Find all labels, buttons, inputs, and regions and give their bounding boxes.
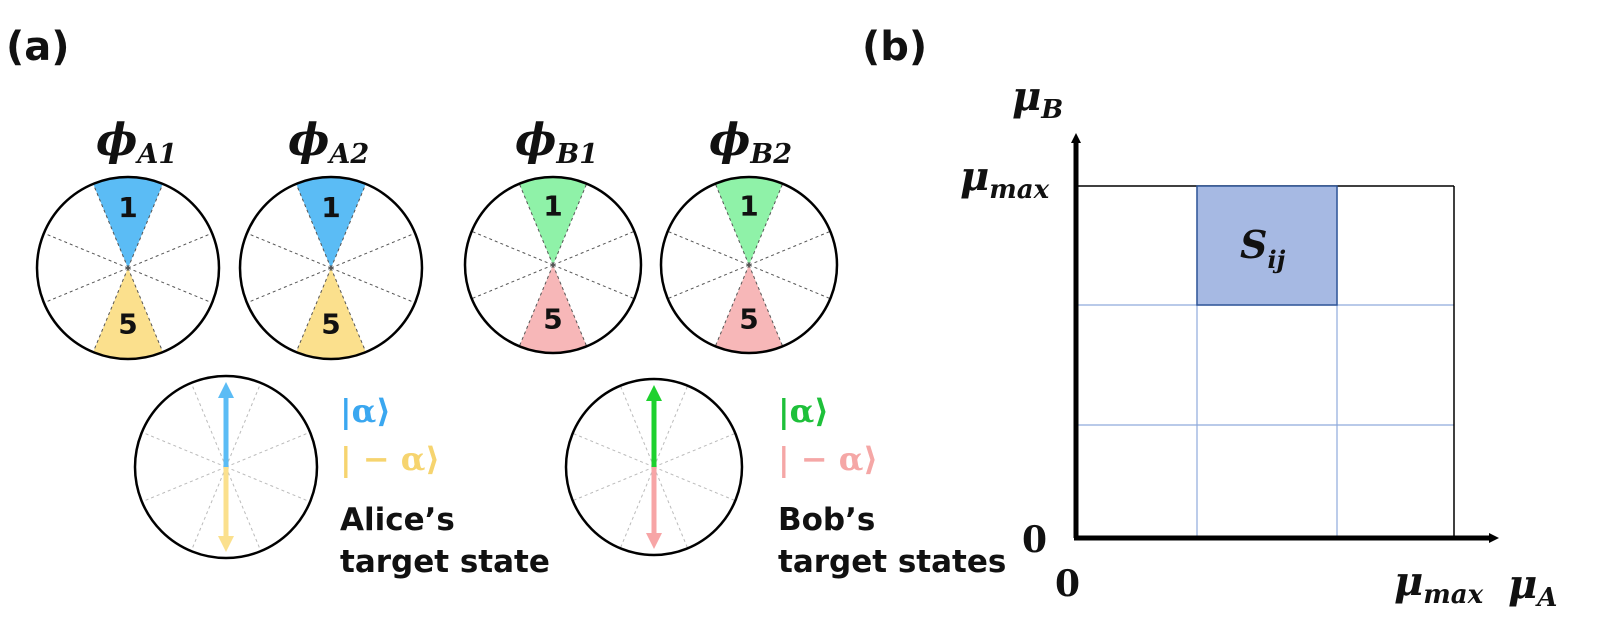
phi-b2-divider (748, 264, 784, 347)
alice-caption-line2: target state (340, 544, 550, 580)
phi-b2-title: ϕB2 (709, 115, 792, 170)
phi-b1-divider (552, 183, 588, 266)
phi-a1-sector-5 (93, 268, 163, 359)
x-axis-label: μA (1508, 561, 1557, 613)
bob-target-divider (653, 385, 689, 468)
phi-b1-title: ϕB1 (515, 115, 598, 170)
phi-b1-sector-1 (519, 176, 587, 265)
phi-b1-divider (518, 183, 554, 266)
phi-a1-number-1: 1 (118, 191, 137, 224)
cell-s-ij-label: Sij (1240, 222, 1286, 274)
alice-target-rim (133, 374, 319, 560)
phi-b2-divider (714, 264, 750, 347)
phi-a1-number-5: 5 (118, 308, 137, 341)
phi-b2-divider (748, 264, 831, 300)
phi-b1-divider (518, 264, 554, 347)
bob-caption-line1: Bob’s (778, 502, 875, 538)
phi-b2-wheel: 15 (659, 175, 839, 355)
phi-b2-rim (659, 175, 839, 355)
phi-b1-wheel: 15 (463, 175, 643, 355)
phi-b1-divider (552, 264, 635, 300)
bob-ket-minus-alpha: | − α⟩ (778, 440, 878, 478)
phi-b1-divider (471, 230, 554, 266)
bob-target-divider (572, 432, 655, 468)
phi-a2-title: ϕA2 (288, 115, 369, 170)
alice-target-wheel (133, 374, 319, 560)
phi-b2-divider (667, 230, 750, 266)
alice-ket-minus-alpha: | − α⟩ (340, 440, 440, 478)
phi-b1-number-1: 1 (543, 190, 562, 223)
bob-target-divider (619, 466, 655, 549)
phi-b1-sector-5 (519, 265, 587, 354)
phi-b2-number-1: 1 (739, 190, 758, 223)
bob-target-divider (619, 385, 655, 468)
phi-b2-divider (714, 183, 750, 266)
bob-ket-alpha: |α⟩ (778, 392, 829, 430)
phi-a1-rim (35, 175, 221, 361)
phi-b1-divider (552, 230, 635, 266)
panel-b-label: (b) (862, 24, 927, 70)
y-axis-label: μB (1012, 73, 1063, 125)
phi-b2-divider (667, 264, 750, 300)
cell-s-ij (1196, 185, 1338, 306)
bob-target-divider (572, 466, 655, 502)
phi-a2-rim (238, 175, 424, 361)
alice-target-minus-alpha-arrow-head (218, 536, 234, 552)
bob-target-minus-alpha-arrow-head (646, 533, 662, 549)
phi-a2-wheel: 15 (238, 175, 424, 361)
y-max-label: μmax (960, 153, 1050, 205)
phi-b2-divider (748, 230, 831, 266)
panel-a-label: (a) (6, 24, 70, 70)
y-zero-label: 0 (1022, 519, 1047, 561)
alice-target-alpha-arrow-head (218, 382, 234, 398)
bob-caption-line2: target states (778, 544, 1006, 580)
bob-target-divider (653, 432, 736, 468)
bob-target-alpha-arrow-head (646, 385, 662, 401)
phi-a1-wheel: 15 (35, 175, 221, 361)
phi-a2-number-1: 1 (321, 191, 340, 224)
alice-caption-line1: Alice’s (340, 502, 455, 538)
phi-b1-divider (471, 264, 554, 300)
phi-b2-divider (748, 183, 784, 266)
phi-b2-sector-1 (715, 176, 783, 265)
phi-a2-sector-5 (296, 268, 366, 359)
phi-b2-sector-5 (715, 265, 783, 354)
bob-target-divider (653, 466, 689, 549)
phi-a1-title: ϕA1 (96, 115, 177, 170)
x-max-label: μmax (1394, 558, 1484, 610)
x-zero-label: 0 (1055, 563, 1080, 605)
phi-b1-rim (463, 175, 643, 355)
phi-b1-divider (552, 264, 588, 347)
phi-a2-number-5: 5 (321, 308, 340, 341)
alice-ket-alpha: |α⟩ (340, 392, 391, 430)
bob-target-divider (653, 466, 736, 502)
bob-target-wheel (564, 377, 744, 557)
bob-target-rim (564, 377, 744, 557)
phi-b1-number-5: 5 (543, 302, 562, 335)
phi-a2-sector-1 (296, 177, 366, 268)
phi-b2-number-5: 5 (739, 302, 758, 335)
phi-a1-sector-1 (93, 177, 163, 268)
